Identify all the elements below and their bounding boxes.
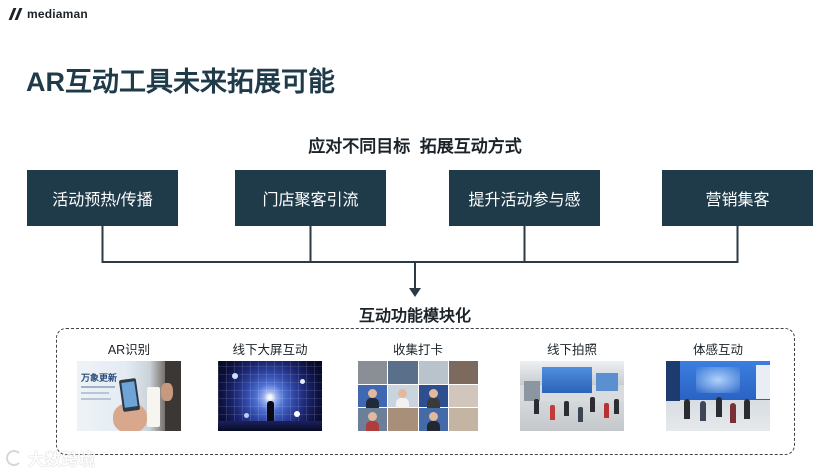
goal-box-engagement: 提升活动参与感 (449, 170, 600, 226)
person-shape (590, 397, 595, 412)
poster-line (81, 386, 115, 388)
panel-shape (756, 365, 770, 399)
goal-box-warmup: 活动预热/传播 (27, 170, 178, 226)
person-shape (427, 398, 440, 408)
down-arrow-icon (409, 288, 421, 297)
page-title: AR互动工具未来拓展可能 (26, 60, 335, 99)
watermark: 大数跨境 (6, 446, 96, 470)
module-label: 体感互动 (666, 342, 770, 358)
person-shape (604, 403, 609, 418)
collage-tile (388, 408, 417, 431)
check-in-collage-photo (358, 361, 478, 431)
person-shape (564, 401, 569, 416)
module-label: AR识别 (77, 342, 181, 358)
light-dot (232, 373, 238, 379)
watermark-text: 大数跨境 (28, 446, 96, 470)
modules-heading: 互动功能模块化 (0, 302, 830, 326)
module-check-in: 收集打卡 (358, 342, 478, 431)
light-dot (244, 413, 249, 418)
module-motion: 体感互动 (666, 342, 770, 431)
motion-interaction-photo (666, 361, 770, 431)
collage-tile (388, 385, 417, 408)
collage-tile (419, 408, 448, 431)
person-shape (730, 403, 736, 423)
poster-text: 万象更新 (81, 371, 117, 384)
person-shape (366, 421, 379, 431)
face-shape (368, 412, 377, 421)
person-shape (366, 398, 379, 408)
person-shape (550, 405, 555, 420)
screen-shape (542, 367, 592, 393)
banner-shape (666, 361, 680, 401)
module-label: 线下拍照 (520, 342, 624, 358)
brand-name: mediaman (27, 7, 88, 21)
brand-logo: mediaman (8, 6, 88, 22)
screen-shape (596, 373, 618, 391)
cup-shape (147, 387, 160, 427)
face-shape (398, 389, 407, 398)
screen-glow (696, 367, 740, 393)
ar-recognition-photo: 万象更新 (77, 361, 181, 431)
goal-box-store-traffic: 门店聚客引流 (235, 170, 386, 226)
watermark-logo-icon (6, 450, 22, 466)
person-shape (534, 399, 539, 414)
collage-tile (358, 361, 387, 384)
module-label: 线下大屏互动 (218, 342, 322, 358)
slash-mark-icon (8, 8, 23, 20)
person-shape (578, 407, 583, 422)
face-shape (368, 389, 377, 398)
face-shape (429, 389, 438, 398)
person-shape (716, 397, 722, 417)
collage-tile (419, 361, 448, 384)
light-dot (294, 411, 300, 417)
module-ar-recognition: AR识别 万象更新 (77, 342, 181, 431)
person-silhouette (267, 401, 274, 421)
module-label: 收集打卡 (358, 342, 478, 358)
person-shape (396, 398, 409, 408)
poster-line (81, 398, 111, 400)
led-dome-photo (218, 361, 322, 431)
face-shape (161, 383, 173, 401)
offline-photo-event-photo (520, 361, 624, 431)
person-shape (744, 399, 750, 419)
collage-tile (449, 408, 478, 431)
collage-tile (358, 385, 387, 408)
poster-line (81, 392, 109, 394)
person-shape (427, 421, 440, 431)
collage-tile (449, 385, 478, 408)
collage-tile (358, 408, 387, 431)
person-shape (684, 399, 690, 419)
module-big-screen: 线下大屏互动 (218, 342, 322, 431)
person-shape (614, 399, 619, 414)
face-shape (429, 412, 438, 421)
collage-tile (388, 361, 417, 384)
module-offline-photo: 线下拍照 (520, 342, 624, 431)
floor-shape (218, 421, 322, 431)
goals-subtitle: 应对不同目标 拓展互动方式 (0, 132, 830, 157)
booth-shape (524, 381, 540, 401)
collage-tile (419, 385, 448, 408)
collage-tile (449, 361, 478, 384)
light-dot (300, 379, 305, 384)
goal-box-lead-gen: 营销集客 (662, 170, 813, 226)
person-shape (700, 401, 706, 421)
